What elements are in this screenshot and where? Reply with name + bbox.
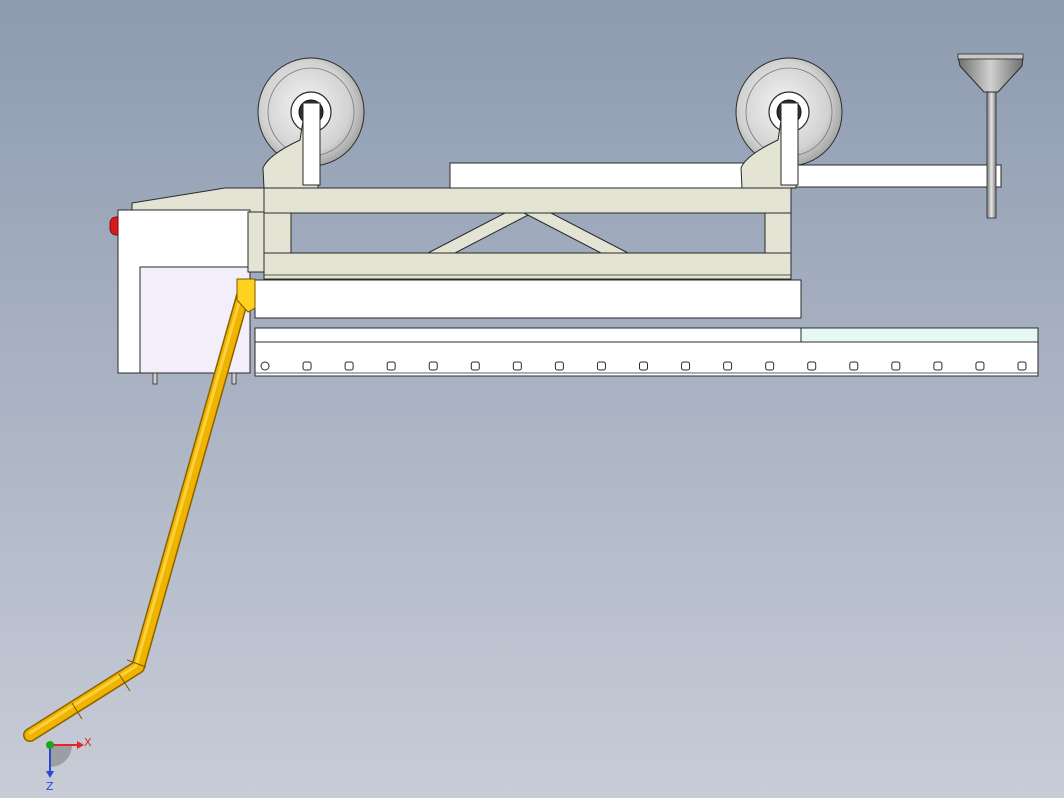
- axis-z-label: Z: [46, 780, 54, 793]
- nozzle-hole: [302, 361, 312, 371]
- nozzle-hole: [470, 361, 480, 371]
- hose-body: [24, 286, 250, 741]
- wheel-bracket-plate-left: [302, 102, 321, 186]
- axis-z-arrow: [46, 771, 54, 778]
- cabinet-foot-right: [231, 372, 237, 385]
- nozzle-hole: [512, 361, 522, 371]
- nozzle-hole: [765, 361, 775, 371]
- nozzle-hole: [428, 361, 438, 371]
- axis-triad-shadow: [50, 745, 72, 767]
- nozzle-hole: [807, 361, 817, 371]
- wheel-bracket-plate-right: [780, 102, 799, 186]
- axis-x-arrow: [77, 741, 84, 749]
- nozzle-holes: [260, 361, 1027, 371]
- funnel-lip: [957, 53, 1024, 60]
- nozzle-hole: [723, 361, 733, 371]
- axis-x-label: X: [84, 736, 92, 749]
- nozzle-hole: [849, 361, 859, 371]
- axis-origin: [46, 741, 54, 749]
- nozzle-hole: [639, 361, 648, 371]
- hose-shine: [28, 290, 244, 735]
- frame-left-post: [263, 212, 292, 254]
- funnel-rod: [986, 91, 997, 219]
- frame-right-post: [764, 212, 792, 254]
- hose-joint-3: [126, 659, 147, 668]
- carriage-beam: [254, 279, 802, 319]
- nozzle-hole: [260, 361, 270, 371]
- nozzle-hole: [1017, 361, 1027, 371]
- nozzle-hole: [386, 361, 396, 371]
- spool-wheel-right: [735, 57, 843, 189]
- nozzle-hole: [554, 361, 564, 371]
- nozzle-bar-highlight: [801, 329, 1037, 341]
- red-handle: [109, 216, 119, 236]
- axis-triad: X Z: [46, 736, 92, 793]
- hose-joint-2: [71, 702, 83, 720]
- spool-wheel-left: [257, 57, 365, 189]
- nozzle-hole: [975, 361, 985, 371]
- truss-frame: [263, 187, 792, 280]
- nozzle-hole: [344, 361, 354, 371]
- hose-joint-1: [118, 673, 131, 692]
- funnel-arm: [794, 164, 1002, 188]
- yellow-hose: [23, 278, 256, 742]
- frame-top-rail: [263, 187, 792, 214]
- cabinet-foot-left: [152, 372, 158, 385]
- nozzle-hole: [596, 361, 606, 371]
- hose-connector: [236, 278, 256, 313]
- nozzle-hole: [933, 361, 943, 371]
- funnel-assembly: [957, 53, 1024, 219]
- nozzle-hole: [681, 361, 691, 371]
- nozzle-bar-body: [254, 341, 1039, 377]
- cabinet-side-strip: [247, 211, 266, 273]
- nozzle-hole: [891, 361, 901, 371]
- nozzle-bar: [254, 327, 1039, 377]
- upper-platform: [449, 162, 1002, 189]
